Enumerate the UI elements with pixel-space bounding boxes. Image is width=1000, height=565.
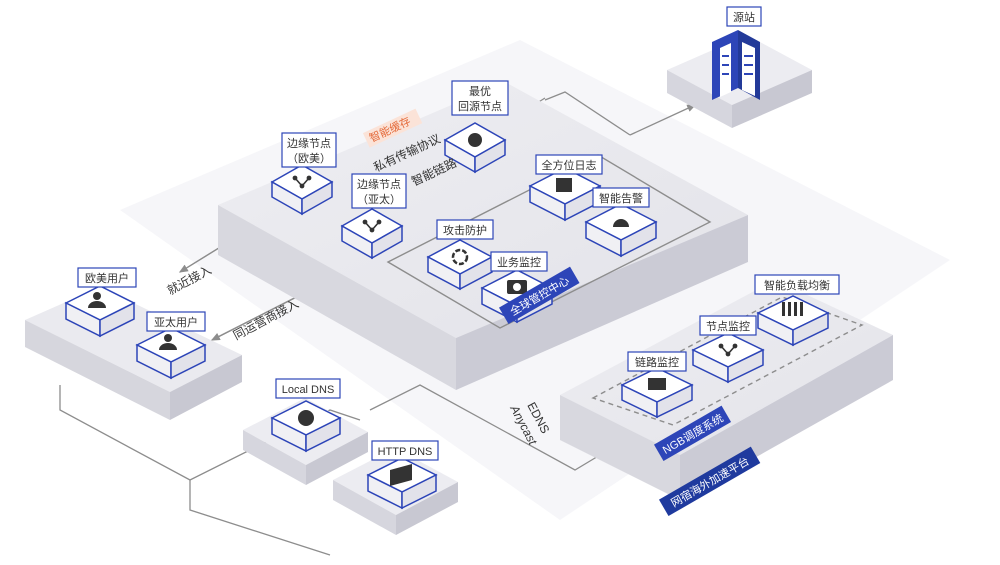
attack-defense-cube [426, 239, 494, 291]
edge-eu-label: 边缘节点 （欧美） [281, 132, 337, 168]
svg-text:亚太用户: 亚太用户 [154, 315, 198, 329]
node-monitor-cube [691, 332, 765, 384]
svg-text:全方位日志: 全方位日志 [542, 158, 597, 172]
origin-server [712, 30, 760, 100]
lb-cube [756, 295, 830, 347]
svg-text:HTTP DNS: HTTP DNS [378, 446, 433, 458]
svg-text:节点监控: 节点监控 [706, 319, 750, 333]
svg-text:链路监控: 链路监控 [635, 355, 679, 369]
link-monitor-cube [620, 367, 694, 419]
edge-eu-cube [270, 164, 334, 216]
link-monitor-label: 链路监控 [627, 351, 687, 372]
svg-text:欧美用户: 欧美用户 [85, 271, 129, 285]
http-dns-cube [366, 457, 438, 510]
http-dns-label: HTTP DNS [371, 440, 439, 461]
full-log-label: 全方位日志 [535, 154, 603, 175]
control-center-outline [386, 154, 712, 329]
lb-label: 智能负载均衡 [754, 274, 840, 295]
biz-monitor-label: 业务监控 [490, 251, 548, 272]
svg-text:（欧美）: （欧美） [287, 152, 331, 165]
user-ap-label: 亚太用户 [146, 311, 206, 332]
svg-text:业务监控: 业务监控 [497, 255, 541, 269]
best-node-cube [443, 122, 507, 174]
svg-text:攻击防护: 攻击防护 [443, 223, 487, 237]
edge-ap-cube [340, 208, 404, 260]
main-platform [218, 82, 748, 390]
node-monitor-label: 节点监控 [699, 315, 757, 336]
user-eu-label: 欧美用户 [77, 267, 137, 288]
svg-text:智能告警: 智能告警 [599, 191, 643, 205]
best-node-label: 最优 回源节点 [451, 80, 509, 116]
local-dns-cube [270, 400, 342, 453]
smart-alert-cube [584, 203, 658, 258]
local-dns-label: Local DNS [275, 378, 341, 399]
svg-text:回源节点: 回源节点 [458, 99, 502, 113]
svg-text:最优: 最优 [469, 85, 491, 98]
origin-label: 源站 [726, 6, 762, 27]
smart-alert-label: 智能告警 [592, 187, 650, 208]
nearby-access-text: 就近接入 [164, 262, 213, 298]
svg-text:智能负载均衡: 智能负载均衡 [764, 278, 830, 292]
user-eu-cube [64, 285, 136, 338]
svg-text:（亚太）: （亚太） [357, 193, 401, 206]
svg-text:边缘节点: 边缘节点 [357, 178, 401, 191]
edge-ap-label: 边缘节点 （亚太） [351, 173, 407, 209]
svg-text:源站: 源站 [733, 10, 755, 24]
attack-defense-label: 攻击防护 [436, 219, 494, 240]
ngb-dashed-outline [591, 296, 864, 426]
svg-text:边缘节点: 边缘节点 [287, 137, 331, 150]
svg-text:Local DNS: Local DNS [282, 384, 335, 396]
user-ap-cube [135, 327, 207, 380]
